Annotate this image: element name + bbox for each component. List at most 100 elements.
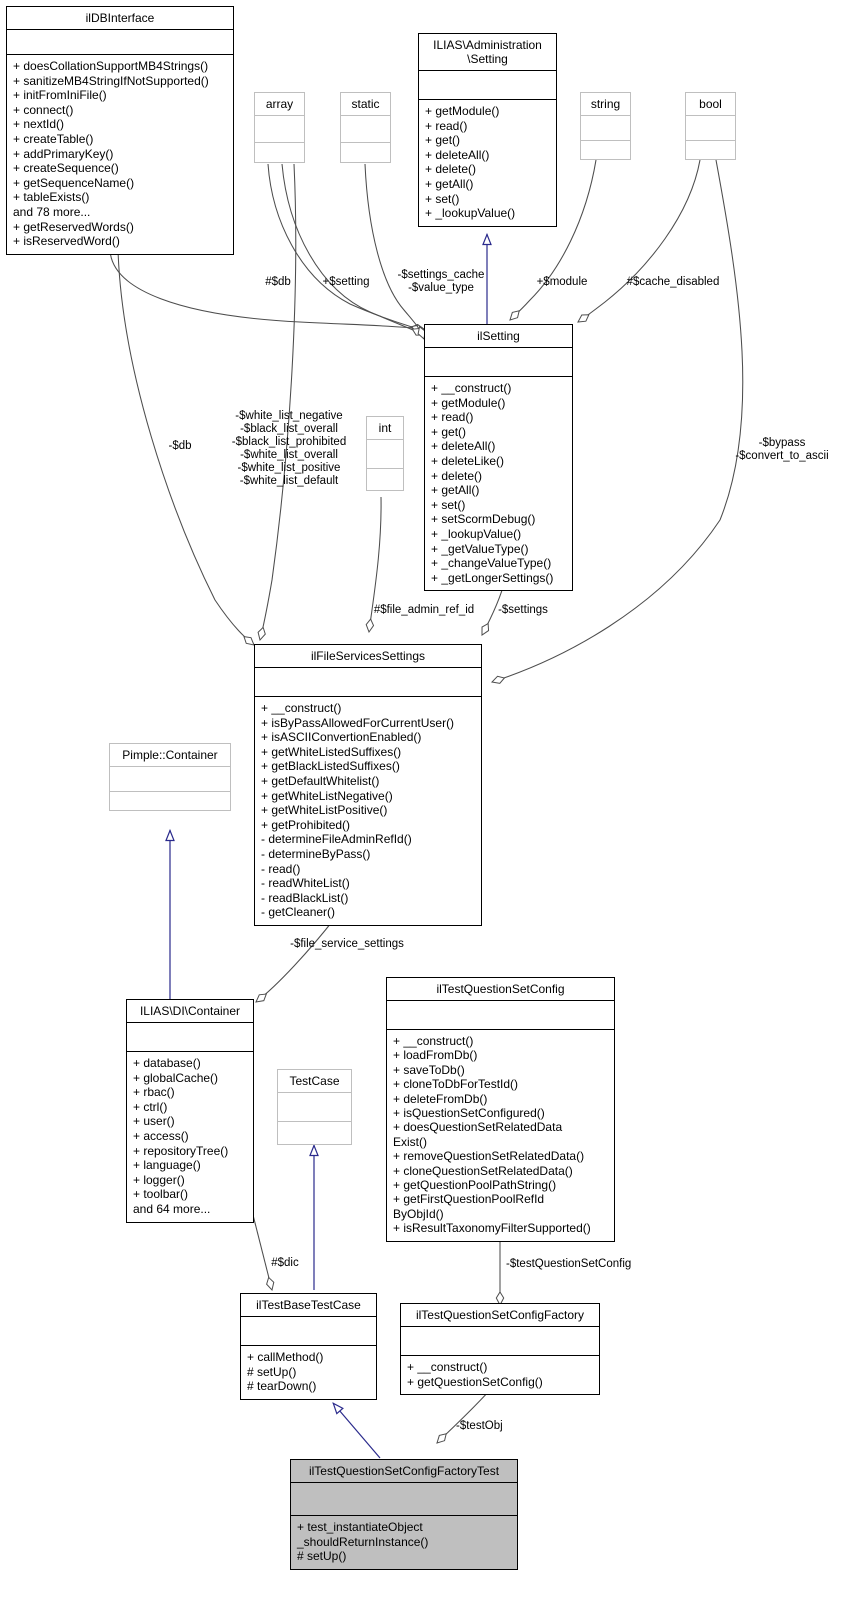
class-operations: + test_instantiateObject _shouldReturnIn… [297, 1520, 429, 1564]
class-title: ilTestBaseTestCase [256, 1298, 361, 1312]
class-operations [255, 143, 304, 170]
divider [278, 1092, 351, 1093]
edge-label-cache-disabled: #$cache_disabled [626, 276, 720, 288]
class-attributes [127, 1023, 253, 1051]
class-title: ilSetting [477, 329, 520, 343]
class-title: ILIAS\Administration \Setting [433, 38, 542, 66]
class-title: int [378, 421, 392, 435]
class-attributes [291, 1483, 517, 1515]
edge-label-test-obj: -$testObj [456, 1420, 503, 1432]
class-operations [110, 792, 230, 818]
class-node-ilias-di-container[interactable]: ILIAS\DI\Container + database() + global… [126, 999, 254, 1223]
type-node-array[interactable]: array [254, 92, 305, 163]
divider [291, 1515, 517, 1516]
class-attributes [686, 116, 735, 140]
class-operations: + database() + globalCache() + rbac() + … [133, 1056, 229, 1216]
class-attributes [278, 1093, 351, 1121]
class-node-iltestquestionsetconfigfactorytest[interactable]: ilTestQuestionSetConfigFactoryTest + tes… [290, 1459, 518, 1570]
divider [419, 99, 556, 100]
class-node-pimple-container[interactable]: Pimple::Container [109, 743, 231, 811]
divider [419, 70, 556, 71]
type-node-static[interactable]: static [340, 92, 391, 163]
class-attributes [401, 1327, 599, 1355]
divider [686, 115, 735, 116]
class-node-ilsetting[interactable]: ilSetting + __construct() + getModule() … [424, 324, 573, 592]
type-node-int[interactable]: int [366, 416, 404, 491]
class-title: bool [699, 97, 722, 111]
class-operations: + getModule() + read() + get() + deleteA… [425, 104, 516, 221]
divider [7, 54, 233, 55]
class-attributes [241, 1317, 376, 1345]
type-node-bool[interactable]: bool [685, 92, 736, 160]
class-attributes [581, 116, 630, 140]
divider [401, 1326, 599, 1327]
edge-label-file-admin-ref-id: #$file_admin_ref_id [373, 604, 475, 616]
divider [341, 115, 390, 116]
class-operations [581, 141, 630, 167]
class-title: ilDBInterface [85, 11, 155, 25]
class-node-testcase[interactable]: TestCase [277, 1069, 352, 1145]
class-node-iltestquestionsetconfig[interactable]: ilTestQuestionSetConfig + __construct() … [386, 977, 615, 1242]
class-attributes [255, 116, 304, 142]
class-title: array [265, 97, 294, 111]
class-operations: + __construct() + getQuestionSetConfig() [407, 1360, 543, 1389]
edge-label-settings-cache: -$settings_cache -$value_type [397, 269, 485, 294]
divider [686, 140, 735, 141]
class-operations: + doesCollationSupportMB4Strings() + san… [13, 59, 209, 249]
class-attributes [425, 348, 572, 376]
divider [341, 142, 390, 143]
divider [581, 140, 630, 141]
class-title: TestCase [289, 1074, 340, 1088]
class-attributes [387, 1001, 614, 1029]
edge-label-dic: #$dic [271, 1257, 299, 1269]
edge-label-module: +$module [536, 276, 588, 288]
class-title: ilTestQuestionSetConfig [436, 982, 565, 996]
class-title: string [590, 97, 621, 111]
class-node-iltestbasetestcase[interactable]: ilTestBaseTestCase + callMethod() # setU… [240, 1293, 377, 1400]
class-title: ilFileServicesSettings [310, 649, 426, 663]
edge-label-settings: -$settings [498, 604, 548, 616]
edge-label-bypass-convert: -$bypass -$convert_to_ascii [735, 437, 829, 462]
class-title: Pimple::Container [122, 748, 218, 762]
class-title: ilTestQuestionSetConfigFactory [415, 1308, 585, 1322]
class-attributes [110, 767, 230, 791]
divider [7, 29, 233, 30]
edge-label-db-protected: #$db [265, 276, 291, 288]
divider [127, 1022, 253, 1023]
class-node-iltestquestionsetconfigfactory[interactable]: ilTestQuestionSetConfigFactory + __const… [400, 1303, 600, 1396]
class-operations [278, 1122, 351, 1151]
class-attributes [341, 116, 390, 142]
type-node-string[interactable]: string [580, 92, 631, 160]
class-node-ilias-administration-setting[interactable]: ILIAS\Administration \Setting + getModul… [418, 33, 557, 227]
divider [241, 1316, 376, 1317]
divider [425, 376, 572, 377]
class-operations [341, 143, 390, 170]
divider [255, 667, 481, 668]
class-node-ilfileservicessettings[interactable]: ilFileServicesSettings + __construct() +… [254, 644, 482, 926]
edge-label-setting-public: +$setting [322, 276, 370, 288]
divider [127, 1051, 253, 1052]
divider [255, 115, 304, 116]
divider [425, 347, 572, 348]
edge-label-white-black-lists: -$white_list_negative -$black_list_overa… [231, 410, 347, 487]
class-node-ildbinterface[interactable]: ilDBInterface + doesCollationSupportMB4S… [6, 6, 234, 255]
class-title: ilTestQuestionSetConfigFactoryTest [308, 1464, 500, 1478]
divider [278, 1121, 351, 1122]
divider [367, 468, 403, 469]
edge-label-test-question-set-config: -$testQuestionSetConfig [506, 1258, 632, 1270]
divider [367, 439, 403, 440]
class-attributes [419, 71, 556, 99]
divider [241, 1345, 376, 1346]
class-operations: + callMethod() # setUp() # tearDown() [247, 1350, 324, 1394]
class-operations: + __construct() + loadFromDb() + saveToD… [393, 1034, 591, 1236]
class-attributes [367, 440, 403, 468]
divider [110, 791, 230, 792]
divider [401, 1355, 599, 1356]
divider [255, 696, 481, 697]
divider [581, 115, 630, 116]
class-title: static [351, 97, 380, 111]
class-attributes [255, 668, 481, 696]
class-operations: + __construct() + isByPassAllowedForCurr… [261, 701, 455, 920]
edge-label-file-service-settings: -$file_service_settings [290, 938, 404, 950]
